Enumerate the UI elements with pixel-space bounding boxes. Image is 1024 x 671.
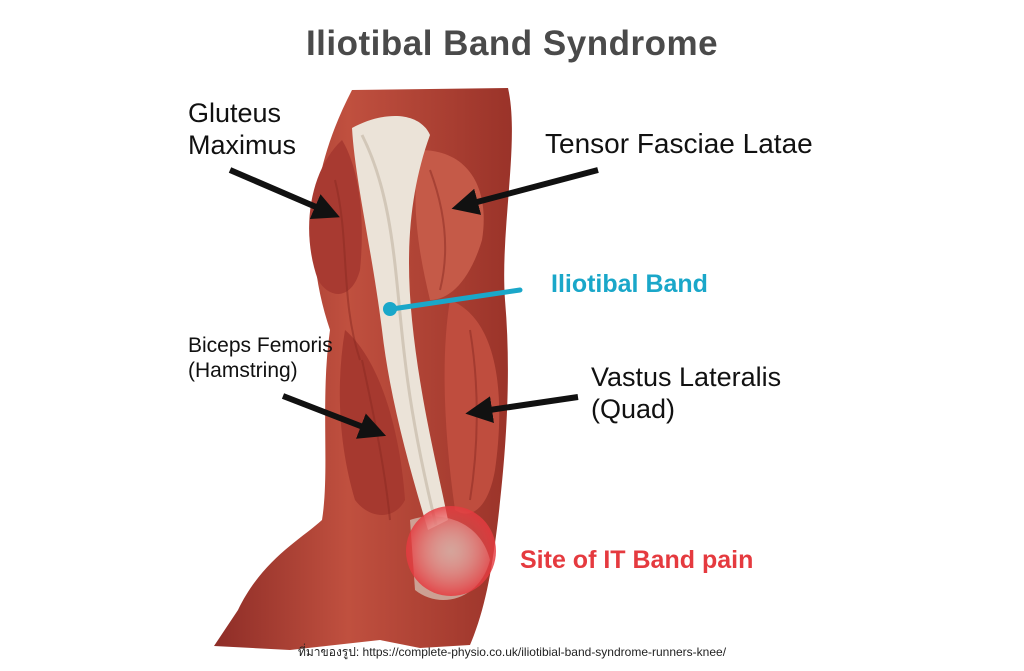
vastus-arrow — [465, 394, 579, 423]
tensor-fasciae-latae-shape — [415, 150, 484, 300]
gluteus-arrow — [228, 167, 340, 220]
biceps-label-line1: Biceps Femoris — [188, 334, 333, 357]
biceps-femoris-label: Biceps Femoris (Hamstring) — [188, 334, 333, 384]
vastus-label-line1: Vastus Lateralis — [591, 362, 782, 392]
diagram-title: Iliotibal Band Syndrome — [305, 24, 719, 63]
pain-site-circle — [406, 506, 496, 596]
vastus-label-line2: (Quad) — [591, 393, 676, 424]
biceps-label-line2: (Hamstring) — [188, 358, 298, 382]
it-band-pointer-line — [389, 287, 523, 312]
image-source-caption: ที่มาของรูป: https://complete-physio.co.… — [297, 645, 727, 659]
biceps-arrow — [281, 393, 387, 439]
tensor-arrow — [451, 167, 599, 215]
tensor-fasciae-latae-label: Tensor Fasciae Latae — [545, 128, 813, 159]
it-band-pointer-dot — [383, 302, 397, 316]
vastus-lateralis-label: Vastus Lateralis (Quad) — [591, 362, 781, 426]
pain-site-label: Site of IT Band pain — [520, 546, 754, 574]
gluteus-label-line2: Maximus — [188, 129, 297, 160]
gluteus-maximus-label: Gluteus Maximus — [188, 98, 296, 162]
gluteus-label-line1: Gluteus — [188, 98, 282, 128]
iliotibial-band-label: Iliotibal Band — [551, 270, 708, 298]
